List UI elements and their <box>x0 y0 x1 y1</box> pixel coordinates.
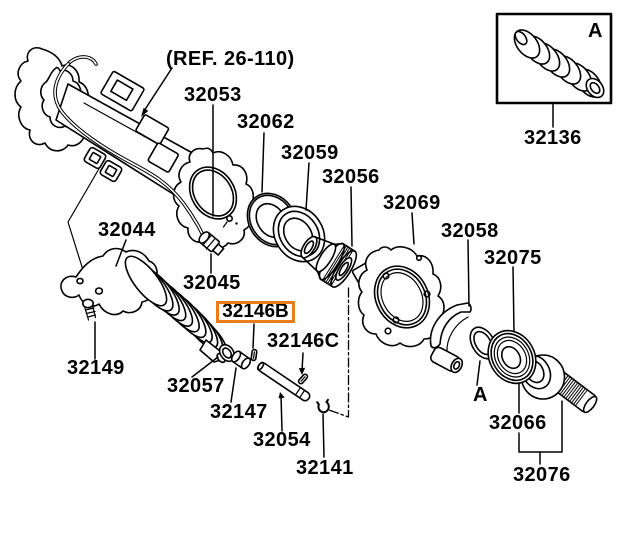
part-label-32147[interactable]: 32147 <box>210 401 268 423</box>
part-label-32058[interactable]: 32058 <box>441 220 499 242</box>
part-label-32059[interactable]: 32059 <box>281 142 339 164</box>
highlighted-part-label-32146b[interactable]: 32146B <box>216 301 295 323</box>
washer-marker-a: A <box>473 384 488 406</box>
part-label-32054[interactable]: 32054 <box>253 429 311 451</box>
part-label-32045[interactable]: 32045 <box>183 272 241 294</box>
part-label-32057[interactable]: 32057 <box>167 375 225 397</box>
hub-plate-32069 <box>351 246 445 348</box>
part-label-32056[interactable]: 32056 <box>322 166 380 188</box>
cable-clip <box>99 159 123 183</box>
coil-spring-32136 <box>513 29 605 99</box>
part-label-32141[interactable]: 32141 <box>296 457 354 479</box>
shaft-32054 <box>256 361 311 402</box>
part-label-32075[interactable]: 32075 <box>484 247 542 269</box>
inset-detail-box <box>495 12 613 105</box>
cable-clip <box>83 146 107 170</box>
breather-fitting-32045 <box>198 231 225 256</box>
part-label-32076[interactable]: 32076 <box>513 464 571 486</box>
pin-32146b <box>250 348 258 362</box>
part-label-32136[interactable]: 32136 <box>524 127 582 149</box>
bushing-32147 <box>230 350 252 370</box>
fork-32058 <box>429 302 472 374</box>
part-label-32053[interactable]: 32053 <box>184 84 242 106</box>
part-label-32066[interactable]: 32066 <box>489 412 547 434</box>
inset-marker-a: A <box>588 20 603 42</box>
circlip-32141 <box>316 398 330 414</box>
seal-32075 <box>487 329 537 385</box>
alignment-lines <box>67 166 350 418</box>
part-label-32069[interactable]: 32069 <box>383 192 441 214</box>
part-label-32044[interactable]: 32044 <box>98 219 156 241</box>
bearing-32056 <box>300 235 358 288</box>
pin-32146c <box>297 373 309 385</box>
part-label-32149[interactable]: 32149 <box>67 357 125 379</box>
bolt-32149 <box>82 298 97 321</box>
part-label-32146c[interactable]: 32146C <box>267 330 340 352</box>
ref-note: (REF. 26-110) <box>166 48 295 70</box>
part-label-32062[interactable]: 32062 <box>237 111 295 133</box>
leader-lines <box>94 67 563 465</box>
